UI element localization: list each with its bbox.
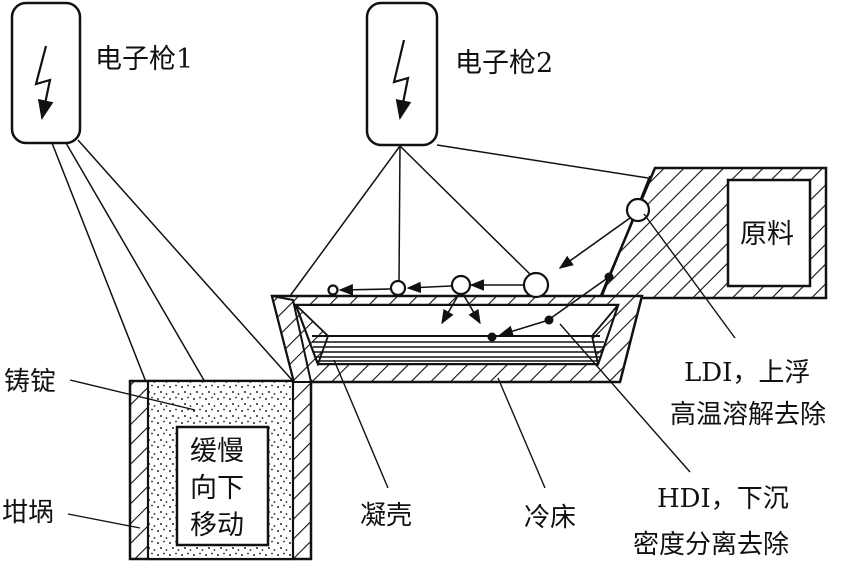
hearth-label: 冷床 [524, 503, 576, 533]
hdi-path [498, 276, 610, 337]
raw-label: 原料 [740, 219, 794, 250]
electron-gun-icon [365, 1, 439, 147]
move-line1: 缓慢 [190, 436, 244, 467]
shell-left [295, 304, 330, 367]
ldi-particle [327, 284, 339, 296]
gun1-beams [51, 139, 293, 383]
ldi-particle [625, 197, 651, 223]
leader-lines [67, 213, 736, 529]
move-line2: 向下 [190, 473, 244, 504]
inclusion-particles [327, 197, 651, 299]
ldi-label-line1: LDI，上浮 [684, 358, 810, 388]
move-label-box [175, 425, 270, 547]
ldi-path [338, 217, 631, 325]
raw-material-box [726, 178, 812, 288]
ldi-particle [450, 274, 472, 296]
melt-spout [270, 294, 313, 383]
shell-label: 凝壳 [360, 501, 412, 531]
gun2-beams [289, 144, 649, 297]
ingot-label: 铸锭 [4, 367, 56, 397]
electron-gun-1 [10, 1, 82, 145]
ldi-particle [389, 279, 407, 297]
crucible-label: 坩埚 [2, 498, 54, 528]
sediment-layers [312, 341, 604, 362]
electron-gun-icon [10, 1, 82, 145]
ldi-particle [522, 271, 550, 299]
ldi-label-line2: 高温溶解去除 [670, 400, 826, 430]
shell-right [591, 304, 619, 368]
move-line3: 移动 [190, 510, 244, 541]
electron-gun-2 [365, 1, 439, 147]
gun2-label: 电子枪2 [455, 48, 553, 79]
lightning-bolt-icon [34, 45, 54, 120]
hdi-label-line1: HDI，下沉 [657, 484, 789, 514]
lightning-bolt-icon [392, 39, 412, 120]
hdi-label-line2: 密度分离去除 [633, 530, 789, 560]
gun1-label: 电子枪1 [95, 44, 193, 75]
